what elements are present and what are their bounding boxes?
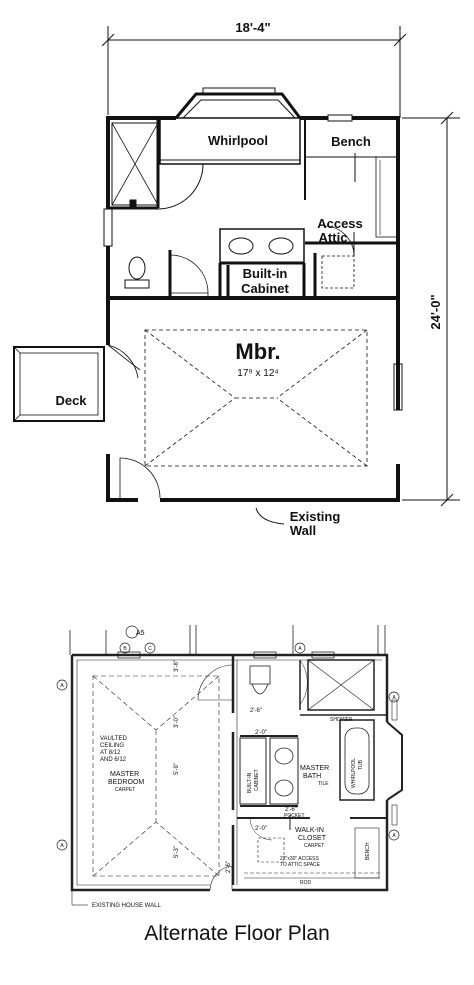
- marker-b: B: [123, 646, 127, 652]
- deck-label: Deck: [55, 393, 87, 408]
- walkin-label: WALK-IN: [295, 827, 324, 834]
- upper-floor-plan: [13, 26, 460, 525]
- master-bedroom-label: Mbr.: [235, 339, 280, 364]
- marker-c: C: [148, 646, 152, 652]
- access-attic-2: TO ATTIC SPACE: [280, 862, 321, 868]
- vaulted-line-4: AND 6/12: [100, 757, 127, 763]
- plan-caption: Alternate Floor Plan: [144, 922, 330, 945]
- dim-2-0-b: 2'-0": [255, 826, 267, 832]
- marker-a5: A5: [136, 630, 145, 637]
- dim-2-6-pocket: 2'-6": [285, 807, 297, 813]
- dim-2-6-b: 2'-6": [226, 861, 232, 873]
- rod-label: ROD: [300, 880, 312, 886]
- alternate-plan-labels: A5 A A B C A A A SHOWER 3'-8" 2'-6" 3'-0…: [60, 630, 396, 909]
- cabinet-label: Cabinet: [241, 281, 289, 296]
- pocket-label: POCKET: [284, 813, 305, 819]
- master-label: MASTER: [110, 771, 139, 778]
- dim-5-3: 5'-3": [174, 846, 180, 858]
- wall-label: Wall: [290, 523, 316, 538]
- vaulted-line-3: AT 8/12: [100, 750, 121, 756]
- dim-3-0: 3'-0": [174, 716, 180, 728]
- shower-label: SHOWER: [330, 717, 353, 723]
- dim-2-6-a: 2'-6": [250, 708, 262, 714]
- upper-plan-labels: 18'-4" 24'-0" Whirlpool Bench Access Att…: [55, 20, 443, 538]
- builtin-label: Built-in: [243, 266, 288, 281]
- dim-3-8: 3'-8": [174, 660, 180, 672]
- tile-label: TILE: [318, 781, 329, 787]
- depth-dimension: 24'-0": [428, 294, 443, 329]
- marker-a-right-2: A: [392, 833, 396, 839]
- bench-label: Bench: [331, 134, 371, 149]
- width-dimension: 18'-4": [235, 20, 270, 35]
- whirlpool-label: WHIRLPOOL: [351, 758, 357, 788]
- tub-label: TUB: [358, 759, 364, 770]
- existing-label: Existing: [290, 509, 341, 524]
- whirlpool-label: Whirlpool: [208, 133, 268, 148]
- marker-a-left-2: A: [60, 843, 64, 849]
- dim-2-0-a: 2'-0": [255, 730, 267, 736]
- marker-a-left-1: A: [60, 683, 64, 689]
- access-attic-1: 22"x30" ACCESS: [280, 856, 320, 862]
- vaulted-line-1: VAULTED: [100, 736, 127, 742]
- carpet-label-bedroom: CARPET: [115, 787, 135, 793]
- marker-a-right-1: A: [392, 695, 396, 701]
- vaulted-line-2: CEILING: [100, 743, 124, 749]
- bench-label: BENCH: [365, 842, 371, 860]
- attic-label: Attic: [319, 230, 348, 245]
- master-bath-label-2: BATH: [303, 773, 321, 780]
- existing-house-wall-label: EXISTING HOUSE WALL: [92, 903, 161, 909]
- access-label: Access: [317, 216, 363, 231]
- builtin-label: BUILT-IN: [247, 772, 253, 793]
- master-bedroom-size: 17⁹ x 12⁴: [237, 368, 278, 379]
- carpet-label-closet: CARPET: [304, 843, 324, 849]
- master-bath-label-1: MASTER: [300, 765, 329, 772]
- marker-a-top: A: [298, 646, 302, 652]
- alternate-floor-plan: [56, 625, 403, 906]
- dim-5-9: 5'-9": [174, 763, 180, 775]
- closet-label: CLOSET: [298, 835, 327, 842]
- cabinet-label: CABINET: [254, 769, 260, 791]
- bedroom-label: BEDROOM: [108, 779, 144, 786]
